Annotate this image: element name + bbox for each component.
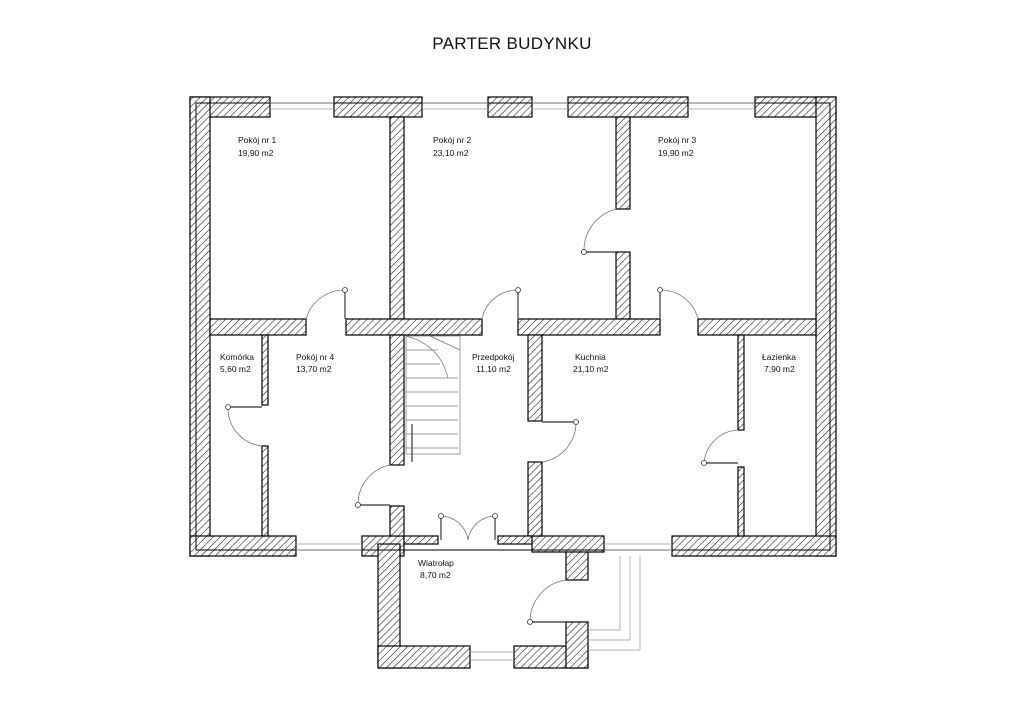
outer-walls [189, 96, 837, 669]
room-name-komorka: Komórka [220, 352, 254, 362]
room-name-lazienka: Łazienka [762, 352, 796, 362]
room-area-pokoj-3: 19,90 m2 [658, 148, 694, 158]
staircase [405, 335, 461, 462]
room-area-komorka: 5,60 m2 [220, 364, 251, 374]
room-area-pokoj-1: 19,90 m2 [238, 148, 274, 158]
room-name-kuchnia: Kuchnia [575, 352, 606, 362]
room-area-pokoj-4: 13,70 m2 [296, 364, 332, 374]
room-area-kuchnia: 21,10 m2 [573, 364, 609, 374]
room-labels: Pokój nr 1 19,90 m2 Pokój nr 2 23,10 m2 … [220, 135, 796, 580]
interior-walls [209, 116, 817, 545]
room-name-wiatrolap: Wiatrołap [418, 558, 454, 568]
doors [225, 208, 739, 625]
room-name-przedpokoj: Przedpokój [472, 352, 515, 362]
entrance-steps [588, 556, 641, 651]
room-name-pokoj-3: Pokój nr 3 [658, 135, 697, 145]
room-area-wiatrolap: 8,70 m2 [420, 570, 451, 580]
room-name-pokoj-4: Pokój nr 4 [296, 352, 335, 362]
outer-wall-insulation [195, 102, 831, 551]
windows [270, 102, 755, 661]
room-name-pokoj-1: Pokój nr 1 [238, 135, 277, 145]
room-area-przedpokoj: 11,10 m2 [476, 364, 511, 374]
room-area-lazienka: 7,90 m2 [764, 364, 795, 374]
room-name-pokoj-2: Pokój nr 2 [433, 135, 472, 145]
plan-title: PARTER BUDYNKU [432, 34, 592, 53]
room-area-pokoj-2: 23,10 m2 [433, 148, 469, 158]
